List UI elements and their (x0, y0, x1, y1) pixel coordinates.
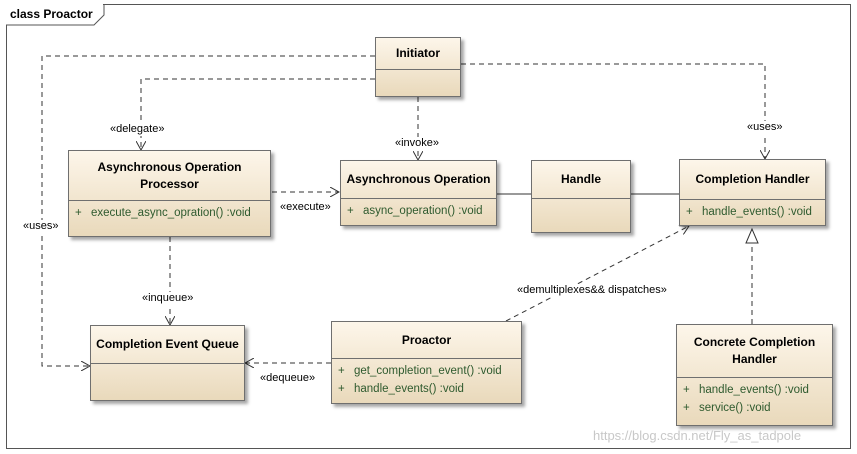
class-name: Asynchronous Operation (341, 161, 496, 199)
label-demultiplexes-dispatches: «demultiplexes&& dispatches» (516, 284, 668, 297)
watermark: https://blog.csdn.net/Fly_as_tadpole (593, 428, 802, 443)
class-async-operation[interactable]: Asynchronous Operation +async_operation(… (340, 160, 497, 226)
label-execute: «execute» (279, 201, 332, 214)
label-uses-left: «uses» (22, 220, 60, 233)
frame-title: class Proactor (6, 4, 103, 25)
realization-arrowhead (745, 227, 759, 244)
operation: +get_completion_event() :void (338, 365, 502, 377)
operations-list: +async_operation() :void (341, 199, 496, 223)
class-proactor[interactable]: Proactor +get_completion_event() :void +… (331, 321, 522, 404)
label-uses-right: «uses» (746, 121, 784, 134)
operations-list: +handle_events() :void +service() :void (677, 378, 832, 420)
class-name: Completion Handler (680, 160, 825, 200)
class-concrete-completion-handler[interactable]: Concrete Completion Handler +handle_even… (676, 324, 833, 426)
edge-initiator-uses-queue (41, 55, 375, 366)
edge-initiator-uses-handler (461, 63, 765, 159)
operations-list: +execute_async_opration() :void (69, 201, 270, 225)
class-name: Completion Event Queue (91, 326, 244, 364)
label-dequeue: «dequeue» (259, 372, 317, 385)
frame-title-border (6, 4, 105, 26)
class-handle[interactable]: Handle (531, 160, 631, 233)
class-name: Concrete Completion Handler (677, 325, 832, 378)
operations-list: +get_completion_event() :void +handle_ev… (332, 359, 521, 401)
operation: +handle_events() :void (686, 206, 812, 218)
label-invoke: «invoke» (394, 137, 441, 150)
label-delegate: «delegate» (109, 123, 166, 136)
class-completion-handler[interactable]: Completion Handler +handle_events() :voi… (679, 159, 826, 226)
edge-proactor-demux-handler (505, 226, 689, 322)
operations-list: +handle_events() :void (680, 200, 825, 224)
operation: +service() :void (683, 402, 771, 414)
edge-initiator-delegate-processor (141, 78, 375, 150)
class-name: Handle (532, 161, 630, 199)
class-name: Proactor (332, 322, 521, 359)
class-name: Asynchronous Operation Processor (69, 151, 270, 201)
label-inqueue: «inqueue» (141, 292, 195, 305)
operation: +handle_events() :void (338, 383, 464, 395)
operation: +execute_async_opration() :void (75, 207, 251, 219)
class-name: Initiator (376, 38, 460, 70)
operation: +async_operation() :void (347, 205, 483, 217)
class-async-operation-processor[interactable]: Asynchronous Operation Processor +execut… (68, 150, 271, 237)
class-initiator[interactable]: Initiator (375, 37, 461, 97)
class-completion-event-queue[interactable]: Completion Event Queue (90, 325, 245, 401)
operation: +handle_events() :void (683, 384, 809, 396)
